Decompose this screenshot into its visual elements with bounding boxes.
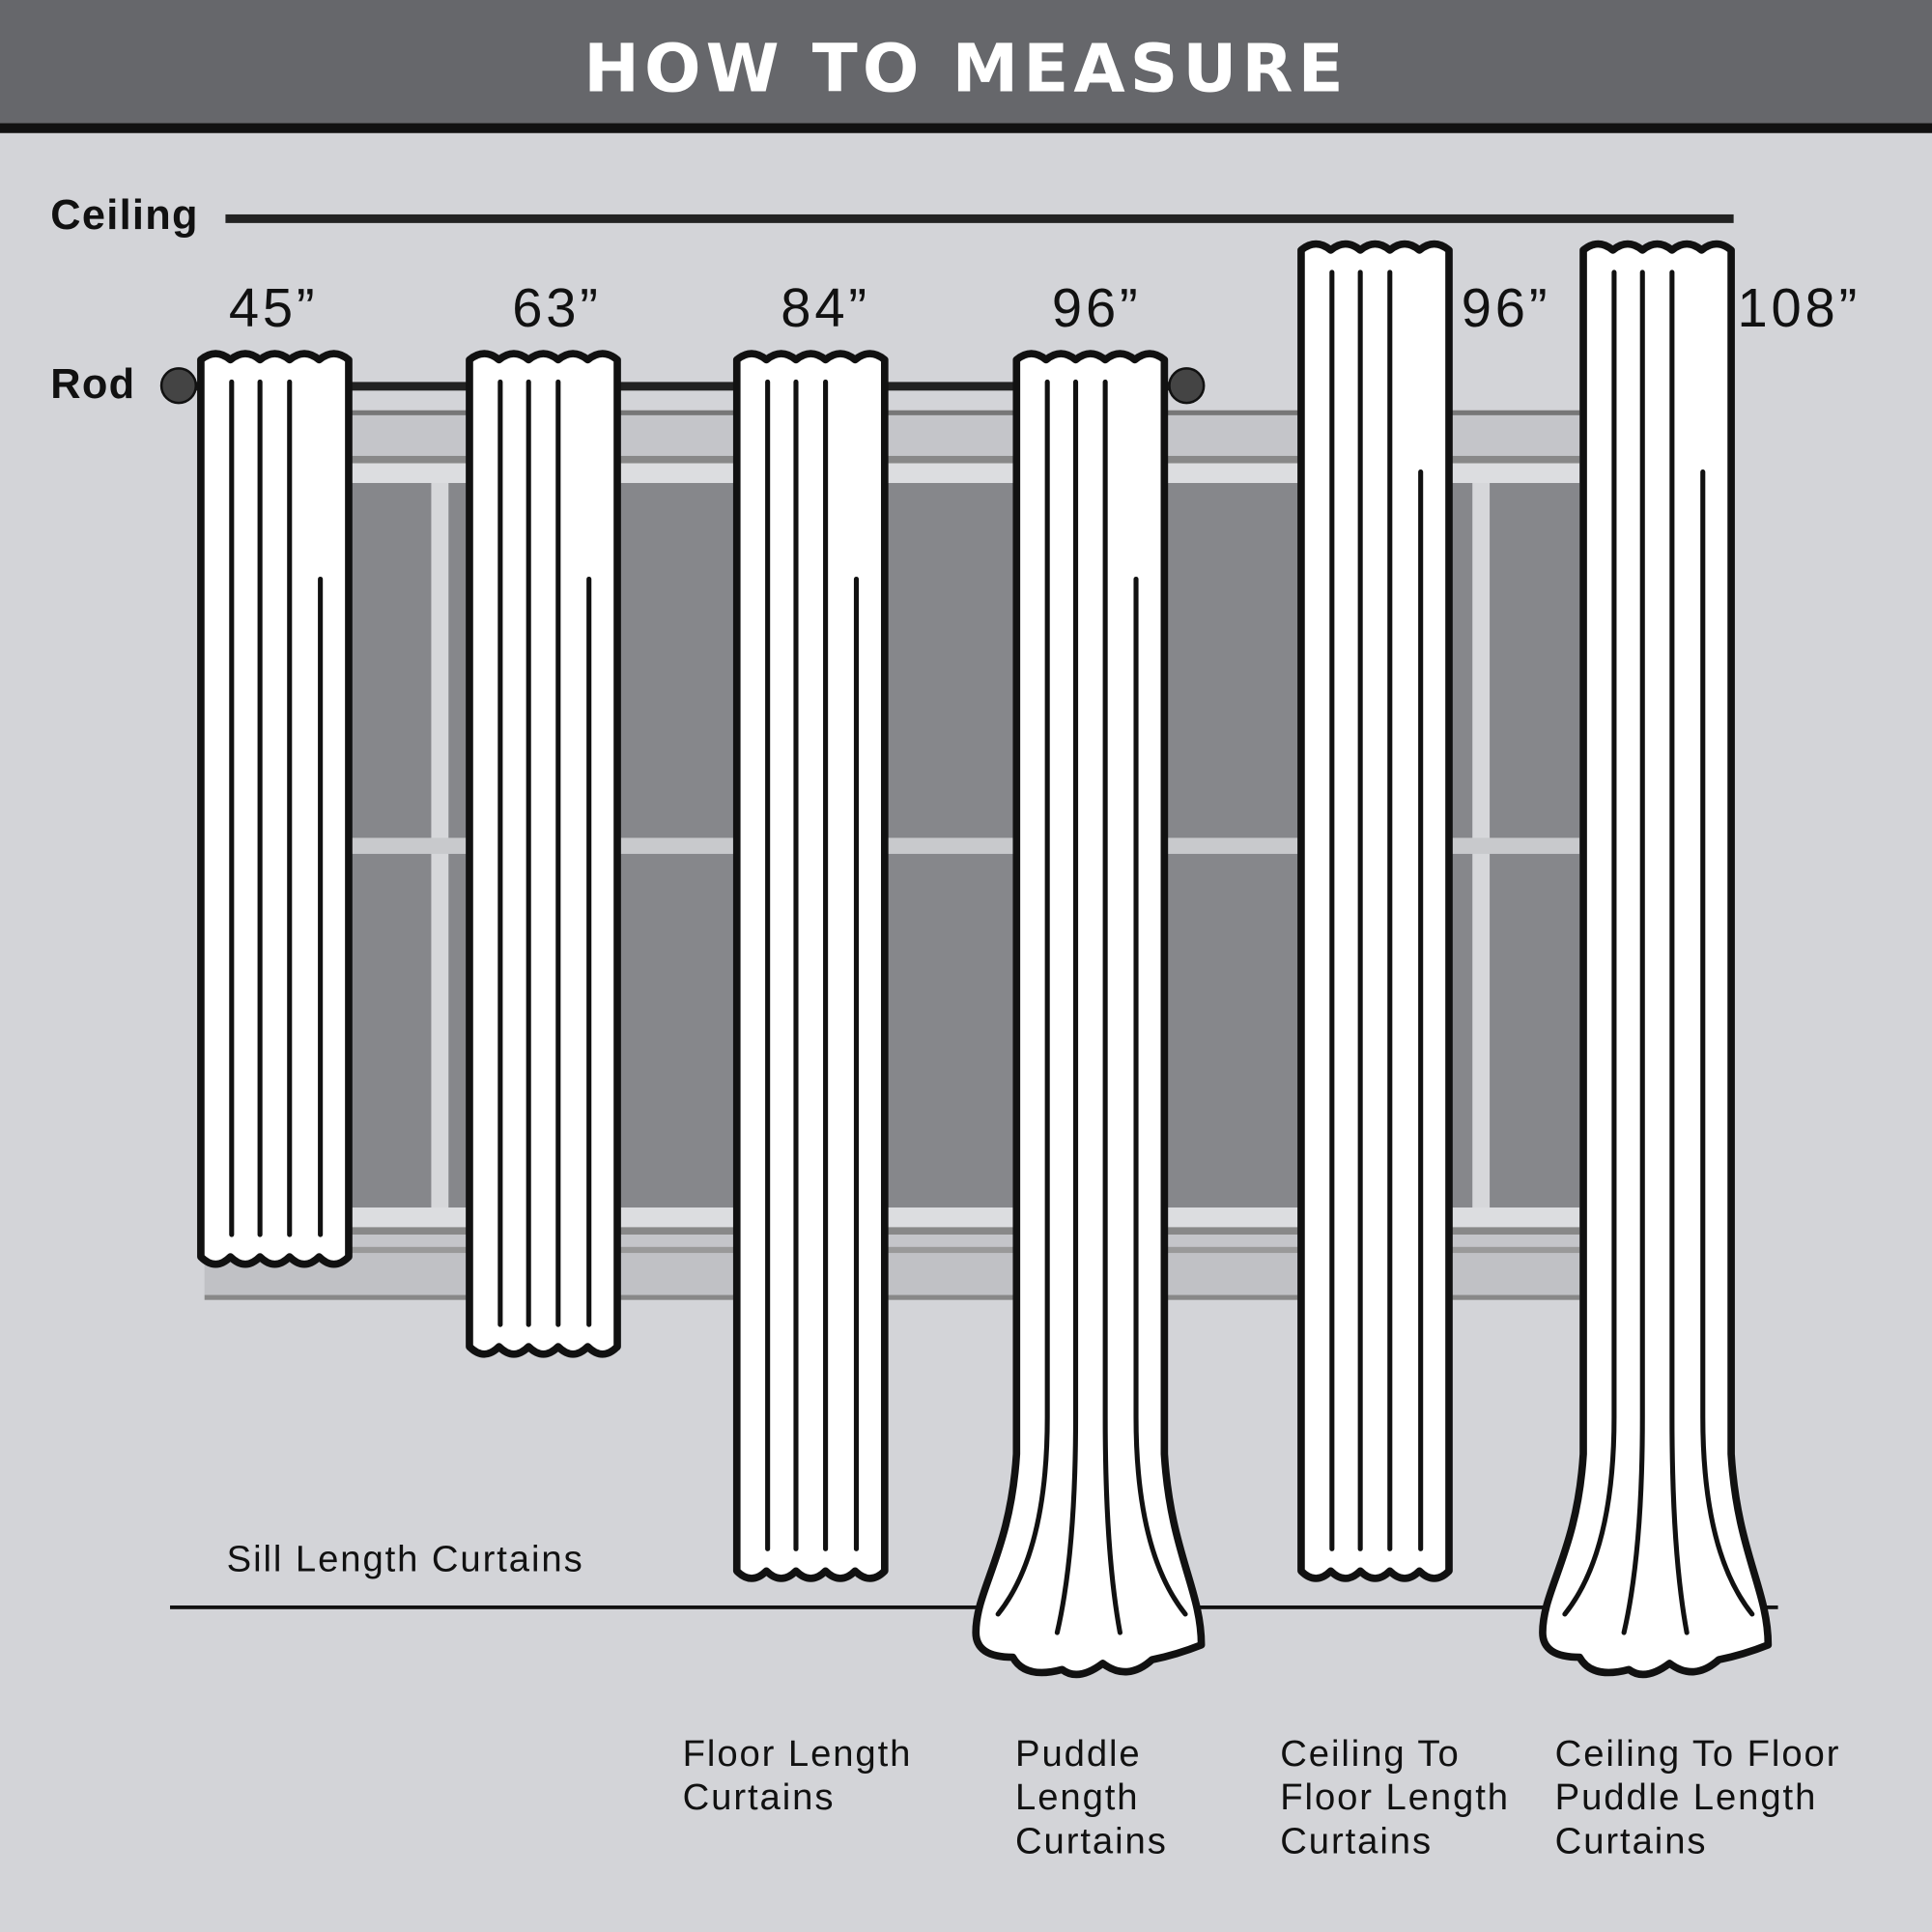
sill-line xyxy=(204,1227,1580,1236)
curtain-2: 63” xyxy=(466,277,621,1358)
rod-finial-right xyxy=(1168,367,1206,405)
sill-line xyxy=(204,1246,1580,1254)
curtain-caption: Length xyxy=(1015,1776,1139,1818)
curtain-length-label: 96” xyxy=(1052,277,1142,338)
floor-line xyxy=(170,1605,1778,1609)
fold-line xyxy=(1621,270,1645,1635)
curtain-panel xyxy=(732,350,889,1582)
curtains: 45”63”84”Floor LengthCurtains96”PuddleLe… xyxy=(197,240,1861,1861)
curtain-length-label: 108” xyxy=(1737,277,1861,338)
curtain-caption: Floor Length xyxy=(1280,1776,1510,1818)
fold-line xyxy=(1102,379,1122,1635)
curtain-caption: Ceiling To Floor xyxy=(1555,1733,1841,1775)
curtain-panel xyxy=(197,350,353,1268)
curtain-panel xyxy=(1297,240,1453,1582)
frame-line xyxy=(204,455,1580,464)
header-border xyxy=(0,123,1932,133)
fold-line xyxy=(1133,576,1188,1617)
curtain-length-label: 96” xyxy=(1462,277,1551,338)
curtain-caption: Curtains xyxy=(1555,1820,1708,1861)
curtain-panel xyxy=(972,350,1206,1679)
curtain-panel xyxy=(466,350,621,1358)
sill-length-caption: Sill Length Curtains xyxy=(227,1538,584,1579)
sill-line xyxy=(204,1294,1580,1300)
header-bar xyxy=(0,0,1932,125)
curtain-caption: Puddle Length xyxy=(1555,1776,1818,1818)
header: HOW TO MEASURE xyxy=(0,0,1932,133)
ceiling-line xyxy=(225,213,1734,223)
curtain-panel xyxy=(1539,240,1773,1679)
curtain-length-label: 63” xyxy=(512,277,602,338)
curtain-length-label: 45” xyxy=(229,277,319,338)
rod-finial-left xyxy=(159,367,198,405)
rod-label: Rod xyxy=(50,361,135,408)
curtain-caption: Floor Length xyxy=(683,1733,913,1775)
curtain-caption: Curtains xyxy=(1280,1820,1433,1861)
curtain-length-label: 84” xyxy=(781,277,870,338)
curtain-1: 45” xyxy=(197,277,353,1268)
page-title: HOW TO MEASURE xyxy=(583,30,1348,107)
curtain-caption: Curtains xyxy=(683,1776,836,1818)
fold-line xyxy=(1054,379,1079,1635)
ceiling-label: Ceiling xyxy=(50,192,198,239)
curtain-caption: Curtains xyxy=(1015,1820,1168,1861)
curtain-rod xyxy=(178,382,1187,391)
fold-line xyxy=(1669,270,1690,1635)
curtain-caption: Puddle xyxy=(1015,1733,1142,1775)
frame-line xyxy=(204,410,1580,415)
fold-line xyxy=(1562,270,1617,1617)
fold-line xyxy=(995,379,1050,1617)
curtain-caption: Ceiling To xyxy=(1280,1733,1460,1775)
fold-line xyxy=(1700,469,1755,1617)
